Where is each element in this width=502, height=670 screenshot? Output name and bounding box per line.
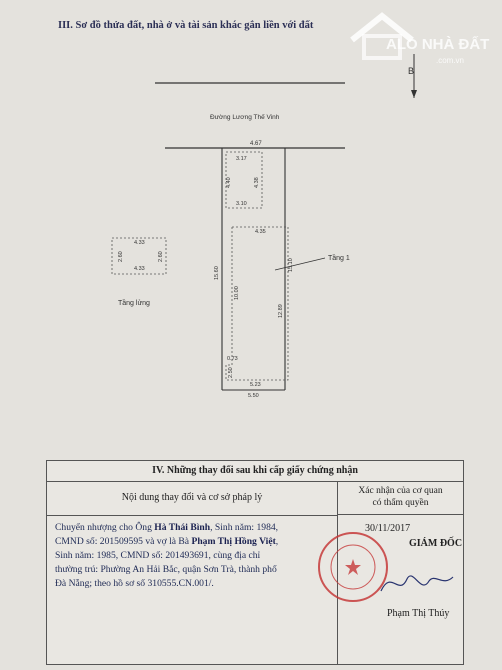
dim-bottom-width: 5.50 (248, 393, 259, 399)
mezz-left: 2.60 (118, 251, 124, 262)
col-header-content: Nội dung thay đổi và cơ sở pháp lý (47, 481, 338, 516)
dim-lower-left: 2.50 (228, 367, 234, 378)
signature-icon (380, 575, 454, 592)
confirmation-date: 30/11/2017 (365, 523, 411, 534)
house-icon (350, 12, 414, 60)
change-line-5: Đà Nẵng; theo hồ sơ số 310555.CN.001/. (55, 578, 214, 589)
watermark-logo: ALO NHÀ ĐẤT .com.vn (344, 6, 494, 70)
changes-table-title: IV. Những thay đổi sau khi cấp giấy chứn… (47, 461, 463, 482)
dim-upper-left: 4.40 (226, 177, 232, 188)
dim-right-lower: 12.89 (278, 304, 284, 318)
dim-front-width: 4.67 (250, 141, 262, 147)
north-label: B (408, 66, 415, 76)
dim-total-left: 15.60 (214, 266, 220, 280)
signer-name: Phạm Thị Thúy (387, 608, 450, 619)
col-header-confirmation-line2: có thẩm quyền (372, 498, 429, 508)
dim-right-upper: 15.10 (288, 258, 294, 272)
section-title: III. Sơ đồ thửa đất, nhà ở và tài sản kh… (58, 20, 314, 31)
floor1-label: Tầng 1 (328, 253, 350, 262)
dim-upper-bottom: 3.10 (236, 201, 247, 207)
dim-small-step: 0.73 (227, 356, 238, 362)
mezz-right: 2.60 (158, 251, 164, 262)
mezzanine-outline (111, 237, 167, 275)
mezz-top: 4.33 (134, 240, 145, 246)
buyer-name-2: Phạm Thị Hồng Việt (191, 536, 276, 547)
upper-room-outline (225, 151, 263, 209)
buyer-name-1: Hà Thái Bình (154, 522, 211, 533)
north-arrow-icon (411, 54, 417, 98)
change-content: Chuyển nhượng cho Ông Hà Thái Bình, Sinh… (55, 521, 340, 591)
mezz-bottom: 4.33 (134, 266, 145, 272)
official-stamp-icon (318, 532, 388, 602)
changes-table: IV. Những thay đổi sau khi cấp giấy chứn… (46, 460, 464, 665)
change-line-4: thường trú: Phường An Hải Bắc, quận Sơn … (55, 564, 277, 575)
change-line-3: Sinh năm: 1985, CMND số: 201493691, cùng… (55, 550, 261, 561)
dim-upper-right: 4.38 (254, 177, 260, 188)
mezzanine-label: Tầng lửng (118, 298, 150, 307)
land-plot-diagram: Đường Lương Thế Vinh 4.67 3.17 3.10 4.40… (111, 82, 350, 399)
dim-mid-left: 10.00 (234, 286, 240, 300)
dim-mid-width: 4.35 (255, 229, 266, 235)
dim-lower-inner: 5.23 (250, 382, 261, 388)
col-header-confirmation-line1: Xác nhận của cơ quan (358, 486, 443, 496)
col-header-confirmation: Xác nhận của cơ quan có thẩm quyền (337, 481, 464, 515)
dim-upper-width: 3.17 (236, 156, 247, 162)
watermark-brand: ALO NHÀ ĐẤT (386, 36, 490, 53)
change-line-1: Chuyển nhượng cho Ông Hà Thái Bình, Sinh… (55, 522, 279, 533)
column-divider (337, 515, 338, 665)
floor1-outline (225, 226, 289, 381)
floor1-leader-line (274, 257, 326, 271)
street-label: Đường Lương Thế Vinh (210, 112, 280, 121)
change-line-2: CMND số: 201509595 và vợ là Bà Phạm Thị … (55, 536, 279, 547)
watermark-domain: .com.vn (436, 56, 465, 65)
director-title: GIÁM ĐỐC (409, 538, 463, 549)
